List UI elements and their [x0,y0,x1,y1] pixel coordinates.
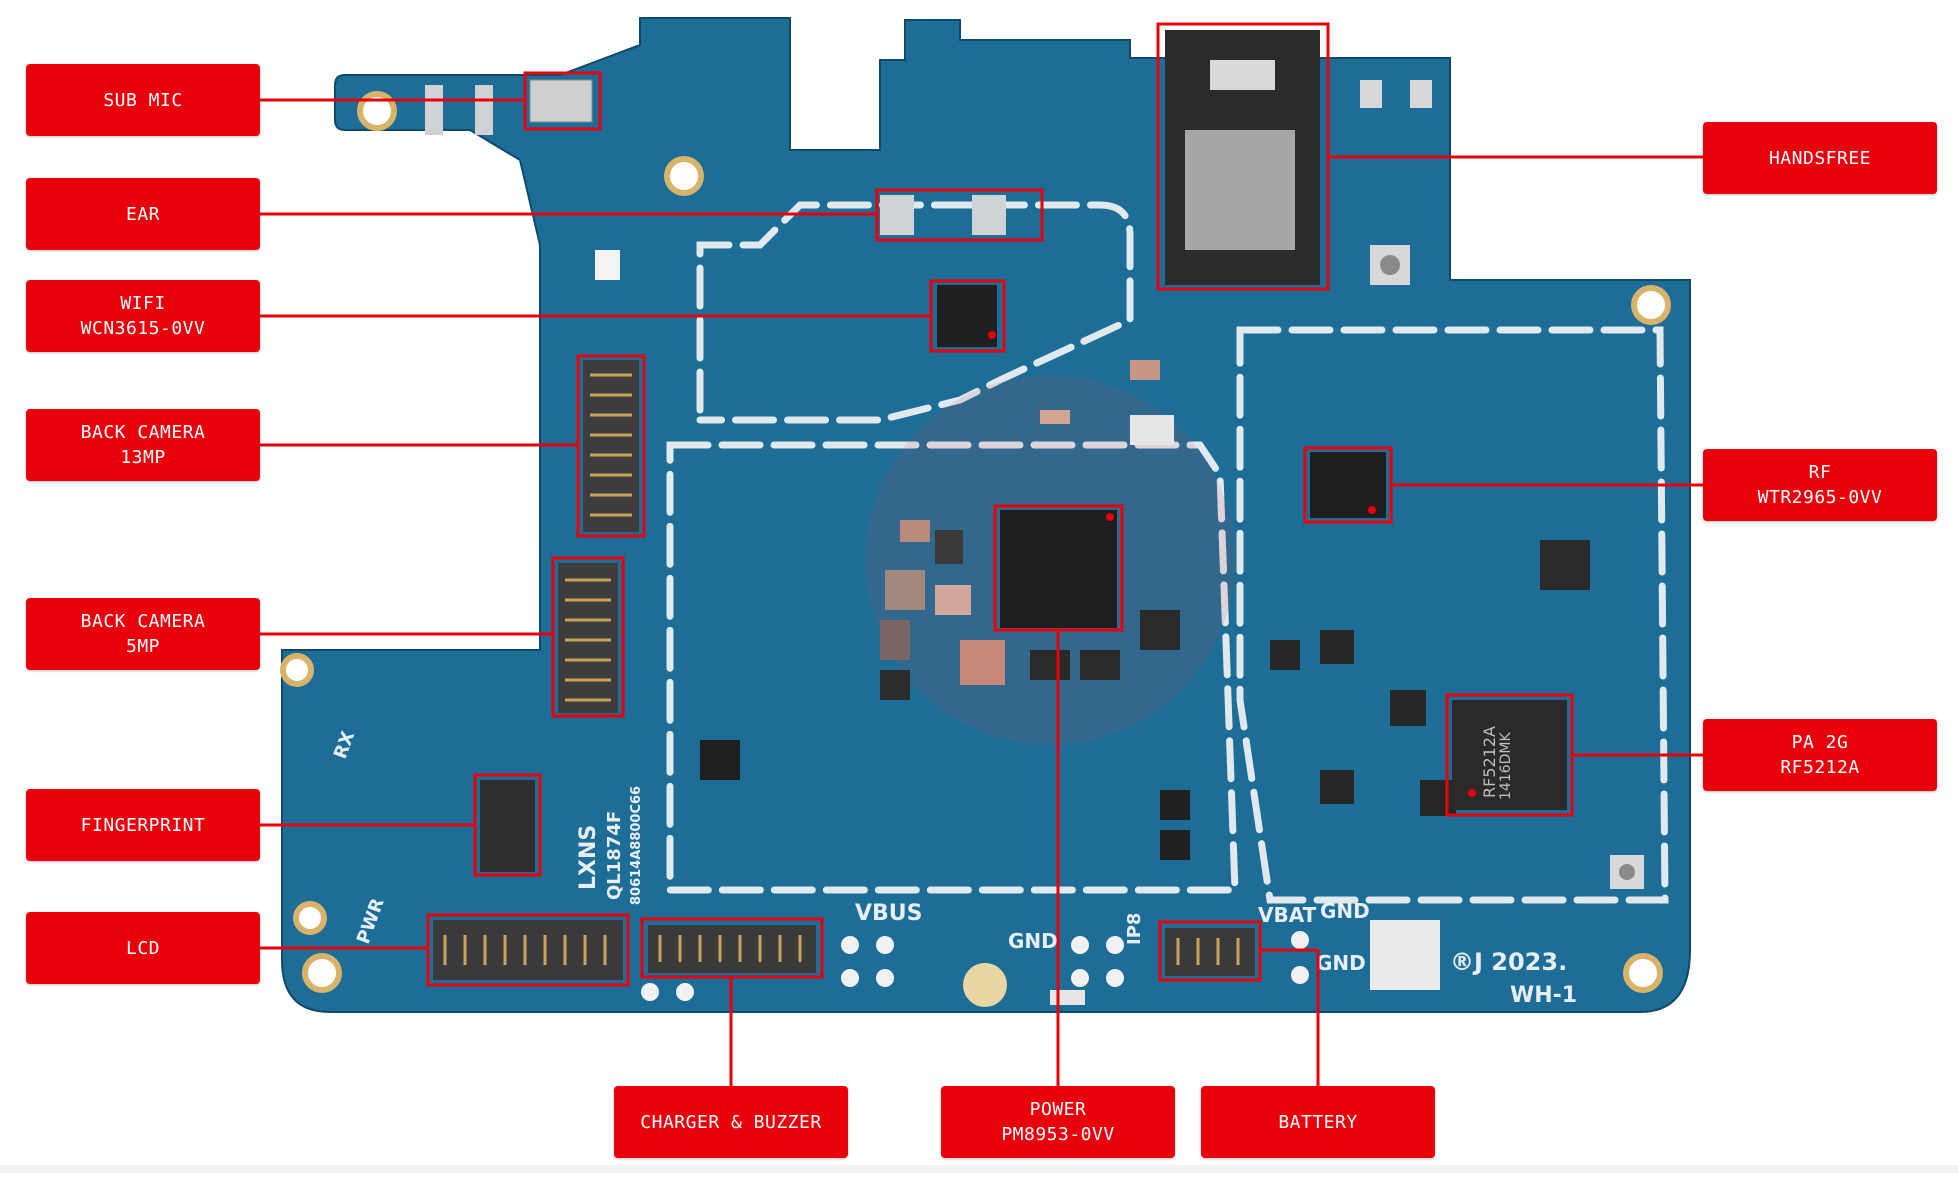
ip8-marking: IP8 [1124,913,1145,945]
vbus-marking: VBUS [855,901,923,926]
shield-frames [666,201,1669,904]
label-ear-text: EAR [125,203,160,225]
label-power-line1: POWER [1029,1099,1087,1120]
label-back-camera-13mp-line2: 13MP [120,447,166,468]
smd-components [595,80,1590,860]
callout-lines [260,98,1703,1086]
label-handsfree: HANDSFREE [1703,122,1937,194]
serial-marking: 80614A8800C66 [629,786,644,905]
label-pa-2g: PA 2G RF5212A [1703,719,1937,791]
connector-pins [443,373,1240,965]
label-battery-text: BATTERY [1278,1111,1358,1133]
label-ear: EAR [26,178,260,250]
label-sub-mic-text: SUB MIC [103,89,183,111]
test-pads [641,931,1309,1007]
pa-chip-marking: RF5212A [1480,726,1499,798]
label-charger-buzzer-text: CHARGER & BUZZER [640,1111,822,1133]
mounting-holes [280,91,1671,993]
label-pa-2g-line1: PA 2G [1791,732,1849,753]
label-rf: RF WTR2965-0VV [1703,449,1937,521]
date-code: ®J 2023. [1450,948,1567,976]
label-lcd-text: LCD [125,937,160,959]
gnd-marking-2: GND [1320,899,1370,923]
pa-chip-code: 1416DMK [1498,732,1514,800]
vbat-marking: VBAT [1258,903,1317,927]
label-fingerprint-text: FINGERPRINT [80,814,206,836]
label-back-camera-5mp-line2: 5MP [125,636,160,657]
label-wifi-line2: WCN3615-0VV [80,318,206,339]
board-code: WH-1 [1510,983,1577,1008]
label-back-camera-13mp: BACK CAMERA 13MP [26,409,260,481]
lxns-marking: LXNS [576,825,601,890]
label-rf-line1: RF [1808,462,1832,483]
bottom-strip [0,1165,1958,1173]
label-charger-buzzer: CHARGER & BUZZER [614,1086,848,1158]
label-back-camera-13mp-line1: BACK CAMERA [80,422,206,443]
pin1-markers [988,331,1476,797]
label-wifi-line1: WIFI [120,293,166,314]
chip-markings: RF5212A 1416DMK [1480,726,1514,800]
gnd-marking-1: GND [1008,929,1058,953]
pcb-board [281,17,1691,1013]
top-contacts [425,85,1006,235]
label-back-camera-5mp: BACK CAMERA 5MP [26,598,260,670]
label-handsfree-text: HANDSFREE [1768,147,1872,169]
part-number-marking: QL1874F [604,811,625,900]
label-lcd: LCD [26,912,260,984]
antenna-connector [1370,245,1644,889]
label-wifi: WIFI WCN3615-0VV [26,280,260,352]
label-pa-2g-line2: RF5212A [1780,757,1860,778]
label-back-camera-5mp-line1: BACK CAMERA [80,611,206,632]
label-power: POWER PM8953-0VV [941,1086,1175,1158]
label-sub-mic: SUB MIC [26,64,260,136]
frame-lcd [426,913,630,987]
frame-back-camera-5mp [551,556,625,718]
label-power-line2: PM8953-0VV [1001,1124,1115,1145]
silkscreen: VBUS GND VBAT GND GND IP8 PWR RX ®J 2023… [330,728,1577,1008]
label-rf-line2: WTR2965-0VV [1757,487,1883,508]
label-fingerprint: FINGERPRINT [26,789,260,861]
gnd-marking-3: GND [1316,951,1366,975]
label-battery: BATTERY [1201,1086,1435,1158]
